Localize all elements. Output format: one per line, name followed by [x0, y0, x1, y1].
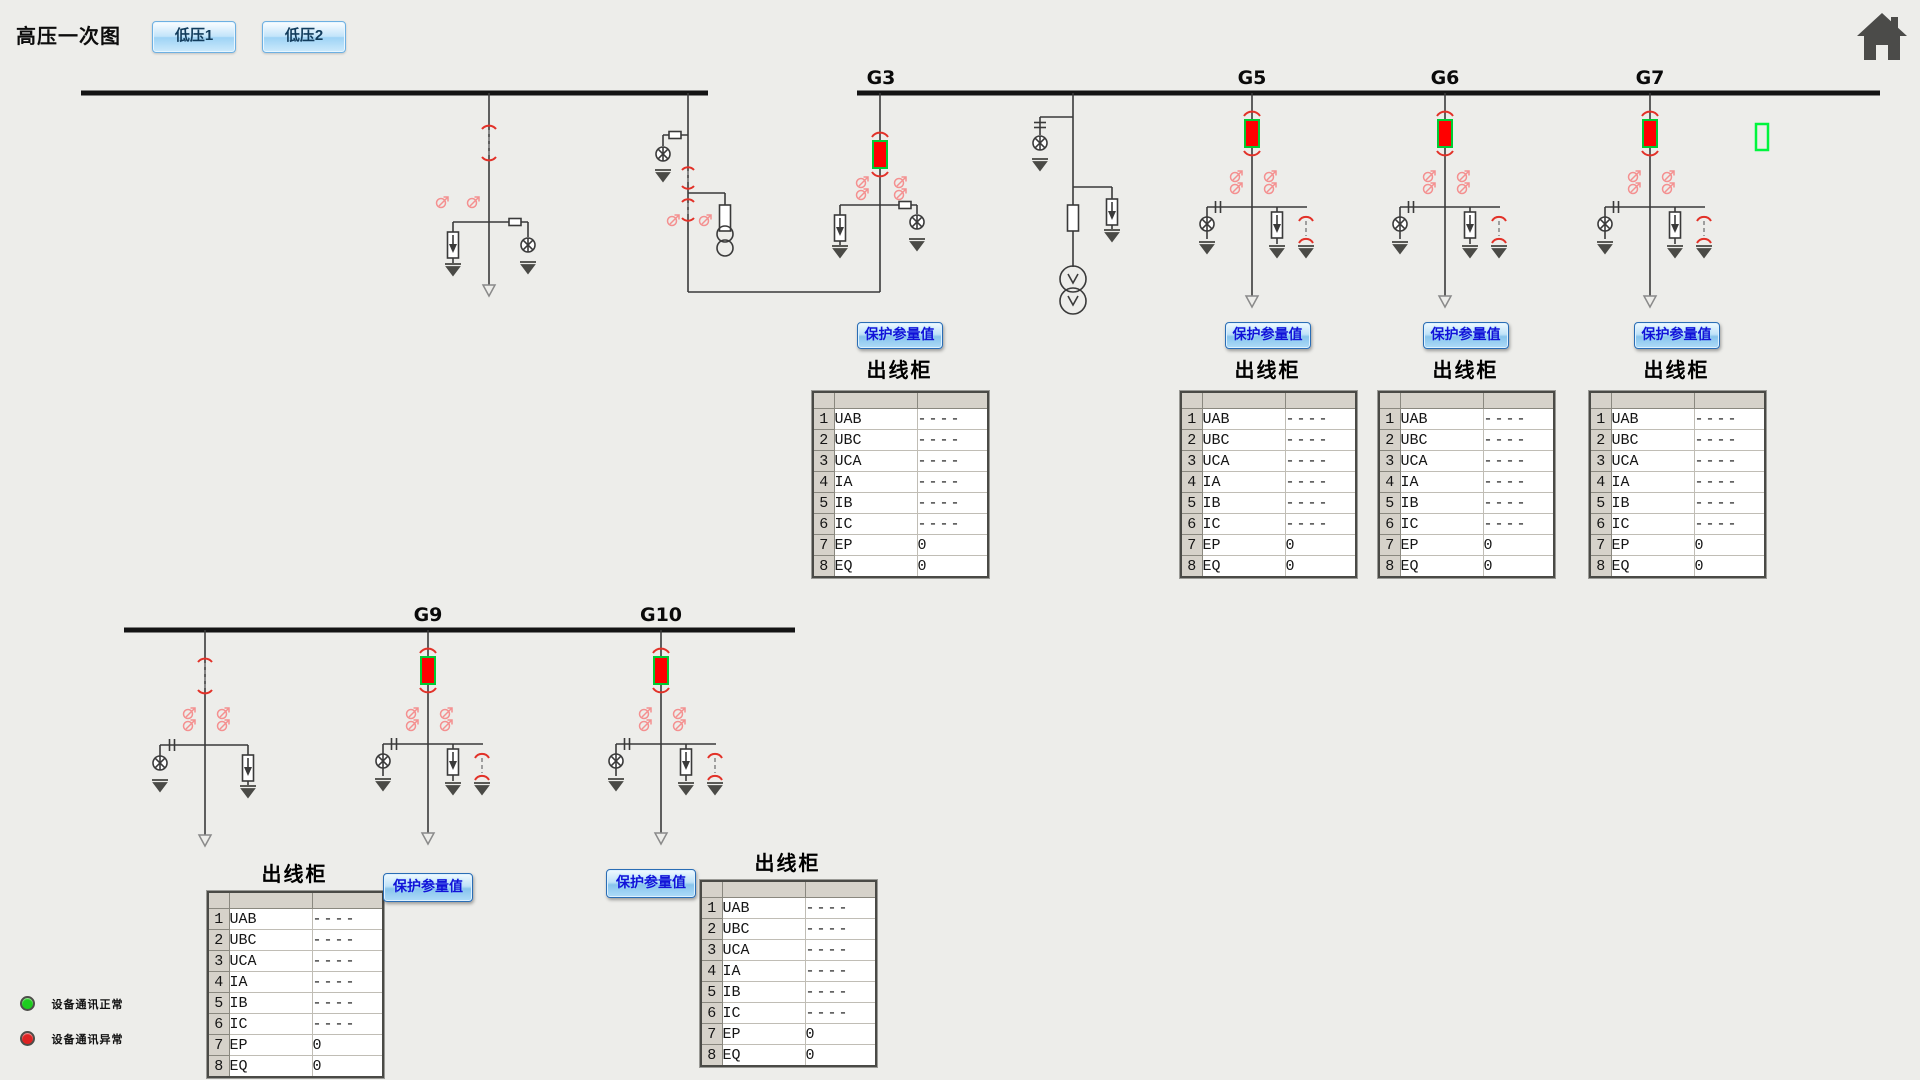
- cabinet-title: 出线柜: [261, 862, 328, 886]
- feeder-incoming-bottom[interactable]: [151, 630, 257, 847]
- bay-station-transformer[interactable]: [1031, 93, 1121, 315]
- feeder-label-g7: G7: [1636, 67, 1665, 89]
- status-dot-normal: [20, 996, 35, 1012]
- cabinet-title: 出线柜: [1234, 358, 1301, 382]
- feeder-g5[interactable]: [1199, 93, 1314, 307]
- cabinet-title: 出线柜: [1432, 358, 1499, 382]
- legend-label: 设备通讯异常: [51, 1033, 124, 1046]
- feeder-label-g3: G3: [867, 67, 896, 89]
- feeder-label-g9: G9: [414, 604, 443, 626]
- low-voltage-1-button[interactable]: 低压1: [152, 21, 236, 53]
- protection-params-button[interactable]: 保护参量值: [1633, 322, 1720, 349]
- cabinet-title: 出线柜: [1643, 358, 1710, 382]
- status-dot-abnormal: [20, 1031, 35, 1047]
- feeder-g10[interactable]: [608, 630, 723, 844]
- feeder-g6[interactable]: [1392, 93, 1507, 307]
- feeder-label-g5: G5: [1238, 67, 1267, 89]
- cabinet-title: 出线柜: [754, 851, 821, 875]
- feeder-incoming-left[interactable]: [435, 93, 537, 297]
- bay-pt-tie[interactable]: [654, 93, 880, 293]
- protection-params-button[interactable]: 保护参量值: [383, 873, 473, 902]
- protection-params-button[interactable]: 保护参量值: [1224, 322, 1311, 349]
- home-icon[interactable]: [1853, 8, 1911, 64]
- protection-params-button[interactable]: 保护参量值: [856, 322, 943, 349]
- feeder-label-g6: G6: [1431, 67, 1460, 89]
- cabinet-title: 出线柜: [866, 358, 933, 382]
- legend-item-comm-abnormal: 设备通讯异常: [20, 1030, 124, 1047]
- feeder-g9[interactable]: [375, 630, 490, 844]
- page-title: 高压一次图: [16, 24, 121, 48]
- protection-params-button[interactable]: 保护参量值: [606, 869, 696, 898]
- low-voltage-2-button[interactable]: 低压2: [262, 21, 346, 53]
- feeder-g7[interactable]: [1597, 93, 1712, 307]
- legend-label: 设备通讯正常: [51, 998, 124, 1011]
- legend-item-comm-normal: 设备通讯正常: [20, 995, 124, 1012]
- feeder-g3[interactable]: [831, 93, 926, 292]
- green-indicator-rect: [1754, 122, 1770, 152]
- feeder-label-g10: G10: [640, 604, 682, 626]
- protection-params-button[interactable]: 保护参量值: [1422, 322, 1509, 349]
